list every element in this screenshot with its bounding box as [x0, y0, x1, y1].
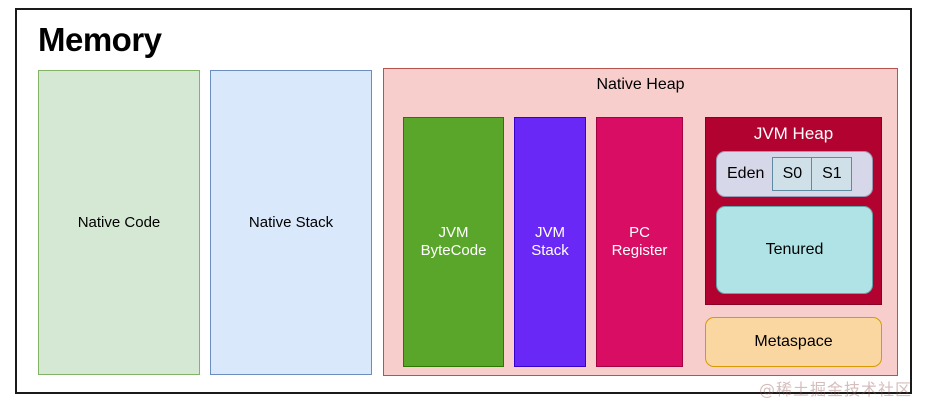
page-title: Memory — [38, 21, 162, 58]
region-native-stack: Native Stack — [210, 70, 372, 375]
region-metaspace-label: Metaspace — [754, 332, 833, 350]
region-jvm-heap: JVM Heap Eden S0 S1 Tenured — [705, 117, 882, 305]
region-survivor-0: S0 — [772, 157, 813, 191]
region-jvm-bytecode-label: JVM ByteCode — [420, 224, 487, 259]
region-native-stack-label: Native Stack — [248, 213, 334, 231]
region-native-heap: Native Heap JVM ByteCode JVM Stack PC Re… — [383, 68, 898, 376]
memory-frame: Memory Native Code Native Stack Native H… — [15, 8, 912, 394]
region-survivor-1: S1 — [812, 157, 853, 191]
region-jvm-stack: JVM Stack — [514, 117, 586, 367]
region-tenured: Tenured — [716, 206, 873, 294]
region-tenured-label: Tenured — [765, 240, 824, 258]
region-young-generation: Eden S0 S1 — [716, 151, 873, 197]
region-pc-register: PC Register — [596, 117, 683, 367]
region-native-code-label: Native Code — [77, 213, 161, 231]
watermark: @稀土掘金技术社区 — [758, 380, 912, 399]
region-jvm-heap-label: JVM Heap — [753, 124, 834, 143]
region-native-code: Native Code — [38, 70, 200, 375]
region-native-heap-label: Native Heap — [596, 76, 685, 93]
region-jvm-bytecode: JVM ByteCode — [403, 117, 504, 367]
region-metaspace: Metaspace — [705, 317, 882, 367]
region-pc-register-label: PC Register — [611, 224, 668, 259]
survivor-spaces: S0 S1 — [772, 157, 853, 191]
region-eden-label: Eden — [727, 165, 765, 182]
region-jvm-stack-label: JVM Stack — [531, 224, 569, 259]
